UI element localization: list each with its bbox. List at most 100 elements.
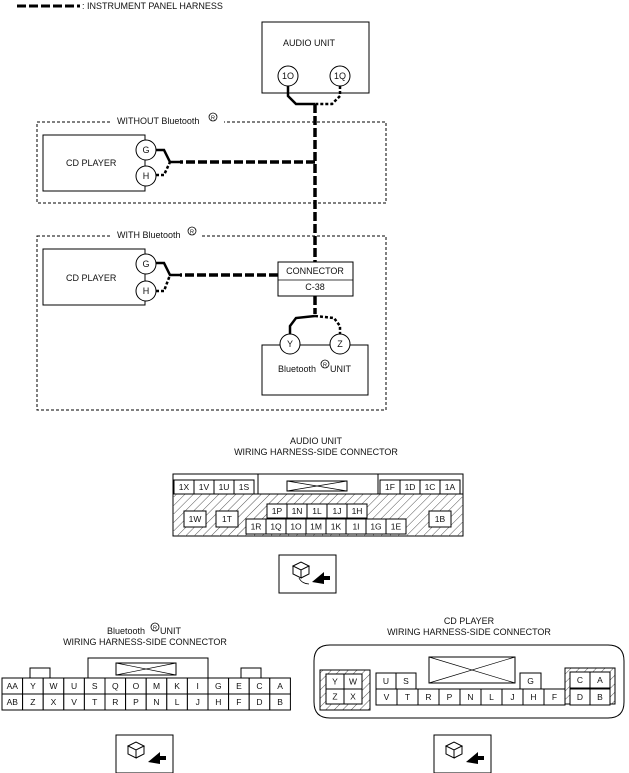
harness-wires <box>156 86 342 334</box>
bt-pin: Z <box>30 697 35 707</box>
audio-pin: 1B <box>435 514 446 524</box>
cd-pin: F <box>552 692 557 702</box>
audio-pin: 1F <box>385 482 395 492</box>
bt-pin: P <box>133 697 139 707</box>
pin-h-1: H <box>143 171 150 181</box>
audio-pin-cell <box>233 479 255 495</box>
pin-1q: 1Q <box>334 71 346 81</box>
registered-mark-text: R <box>211 116 215 122</box>
audio-pin: 1O <box>290 522 302 532</box>
audio-pin-cell <box>439 479 461 495</box>
connector-label: CONNECTOR <box>286 266 344 276</box>
cd-pin: L <box>489 692 494 702</box>
audio-pin: 1H <box>352 506 363 516</box>
cd-player-label-2: CD PLAYER <box>66 273 117 283</box>
bt-pin: M <box>153 681 160 691</box>
bt-pin: J <box>196 697 200 707</box>
pin-h-2: H <box>143 286 150 296</box>
audio-connector-title: AUDIO UNIT <box>290 436 343 446</box>
bt-pin: N <box>153 697 159 707</box>
bt-connector-title-post: UNIT <box>160 626 181 636</box>
cd-pin: B <box>597 692 603 702</box>
registered-mark-text: R <box>190 230 194 236</box>
bt-pin-cell <box>269 693 291 711</box>
bt-pin: R <box>112 697 118 707</box>
audio-pin: 1U <box>219 482 230 492</box>
cd-pin: U <box>383 676 389 686</box>
cd-pin: Z <box>332 692 337 702</box>
bt-pin: I <box>197 681 199 691</box>
audio-unit-connector: AUDIO UNIT WIRING HARNESS-SIDE CONNECTOR… <box>172 436 464 537</box>
audio-pin: 1C <box>425 482 436 492</box>
bt-pin: T <box>92 697 97 707</box>
cd-pin-cell <box>543 688 566 706</box>
pin-g-1: G <box>142 145 149 155</box>
without-bluetooth-group: WITHOUT Bluetooth R CD PLAYER G H <box>36 112 387 204</box>
audio-pin-cell <box>183 510 207 528</box>
cd-pin-cell <box>589 671 611 689</box>
registered-mark-text: R <box>153 626 157 632</box>
bt-pin: Y <box>30 681 36 691</box>
audio-pin: 1M <box>310 522 322 532</box>
with-bluetooth-label: WITH Bluetooth <box>117 230 181 240</box>
audio-pin: 1E <box>391 522 402 532</box>
bt-pin: H <box>215 697 221 707</box>
registered-mark-icon <box>208 112 218 122</box>
audio-pin: 1N <box>292 506 303 516</box>
cd-pin: R <box>425 692 431 702</box>
bt-pin: U <box>71 681 77 691</box>
audio-pin: 1S <box>239 482 250 492</box>
audio-pin: 1G <box>370 522 381 532</box>
cd-pin: Y <box>332 677 338 687</box>
audio-unit-label: AUDIO UNIT <box>283 38 336 48</box>
bt-pin: F <box>236 697 241 707</box>
harness-legend: : INSTRUMENT PANEL HARNESS <box>17 1 223 11</box>
cd-pin: S <box>403 676 409 686</box>
cd-pin: G <box>527 676 534 686</box>
audio-pin: 1W <box>189 514 202 524</box>
bt-pin: Q <box>112 681 119 691</box>
cd-pin-cell <box>589 688 611 706</box>
bt-pin: X <box>51 697 57 707</box>
cd-pin: P <box>447 692 453 702</box>
audio-pin: 1T <box>222 514 232 524</box>
bt-unit-label-pre: Bluetooth <box>278 364 316 374</box>
cd-pin: A <box>597 675 603 685</box>
cd-pin: T <box>405 692 410 702</box>
audio-pin: 1K <box>331 522 342 532</box>
legend-text: : INSTRUMENT PANEL HARNESS <box>82 1 223 11</box>
pin-y: Y <box>287 339 293 349</box>
audio-pin: 1P <box>272 506 283 516</box>
cd-pin-cell <box>343 688 363 705</box>
audio-pin: 1Q <box>270 522 282 532</box>
bt-pin: V <box>71 697 77 707</box>
bt-pin: E <box>236 681 242 691</box>
bt-pin: C <box>256 681 262 691</box>
audio-pin: 1V <box>199 482 210 492</box>
cd-pin: N <box>467 692 473 702</box>
cd-pin: W <box>349 677 357 687</box>
connector-view-icon <box>115 734 174 773</box>
audio-pin: 1A <box>445 482 456 492</box>
audio-pin-cell <box>428 510 452 528</box>
without-bluetooth-label: WITHOUT Bluetooth <box>117 116 199 126</box>
cd-pin: J <box>510 692 514 702</box>
cd-player-label-1: CD PLAYER <box>66 158 117 168</box>
connector-view-icon <box>433 734 492 773</box>
bt-pin: W <box>49 681 57 691</box>
cd-pin: V <box>384 692 390 702</box>
audio-pin-cell <box>215 510 239 528</box>
audio-pin-cell <box>346 503 368 519</box>
cd-connector-title: CD PLAYER <box>444 616 495 626</box>
cd-pin: D <box>577 692 583 702</box>
cd-player-connector: CD PLAYER WIRING HARNESS-SIDE CONNECTOR … <box>313 616 625 719</box>
cd-connector-subtitle: WIRING HARNESS-SIDE CONNECTOR <box>387 627 551 637</box>
bt-pin: S <box>92 681 98 691</box>
bt-pin: B <box>277 697 283 707</box>
bt-pin: L <box>175 697 180 707</box>
cd-pin-cell <box>519 672 542 690</box>
bt-pin: O <box>133 681 140 691</box>
bt-connector-subtitle: WIRING HARNESS-SIDE CONNECTOR <box>63 637 227 647</box>
audio-connector-subtitle: WIRING HARNESS-SIDE CONNECTOR <box>234 447 398 457</box>
